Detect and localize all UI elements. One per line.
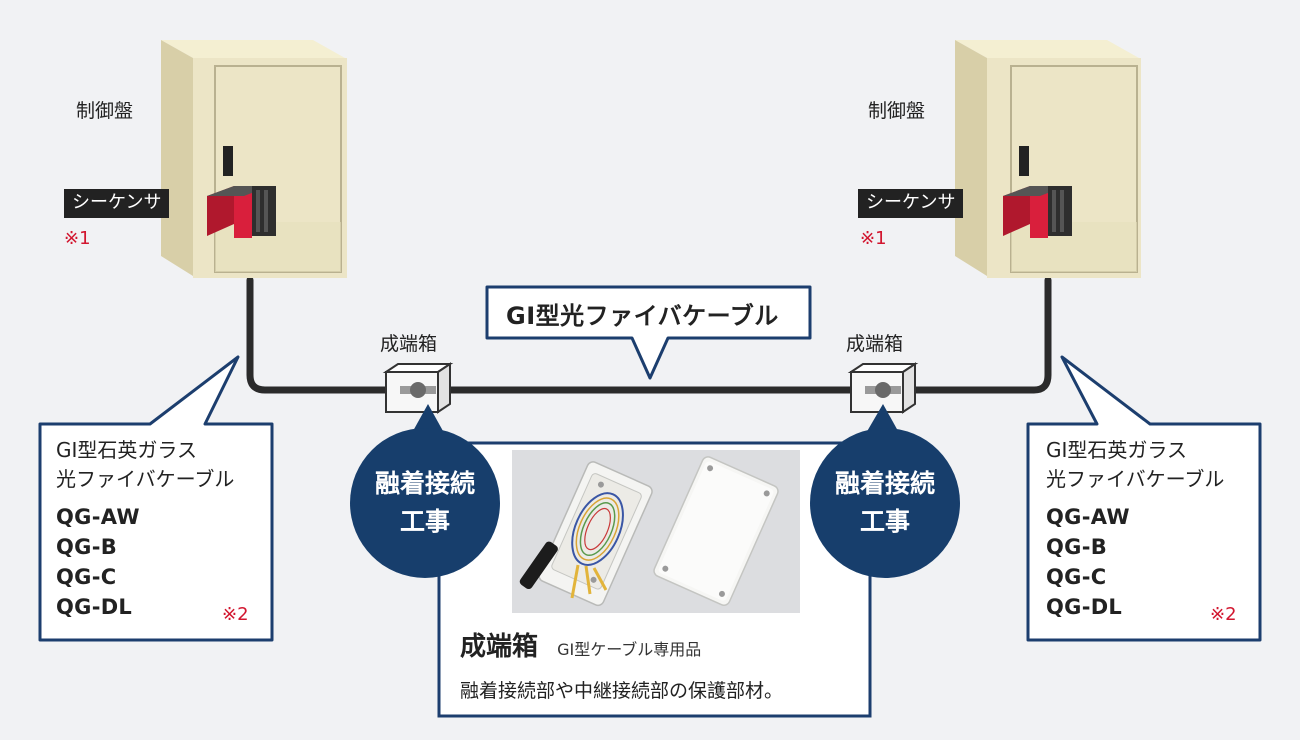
left-sequencer-tag: シーケンサ <box>64 189 170 218</box>
right-model-item: QG-C <box>1046 565 1107 589</box>
right-callout-title-line1: GI型石英ガラス <box>1046 438 1187 462</box>
right-callout-note: ※2 <box>1210 604 1237 625</box>
right-termination-box-icon <box>847 362 919 414</box>
fiber-cable <box>246 276 1052 394</box>
left-model-item: QG-B <box>56 535 118 559</box>
right-termination-box-label: 成端箱 <box>846 333 904 355</box>
left-model-item: QG-C <box>56 565 117 589</box>
left-callout-note: ※2 <box>222 604 249 625</box>
right-splice-label: 融着接続 工事 <box>810 465 960 541</box>
right-splice-line1: 融着接続 <box>834 469 935 498</box>
product-box-subtitle: GI型ケーブル専用品 <box>557 640 702 659</box>
product-box-title: 成端箱 <box>460 632 539 662</box>
left-callout-content: GI型石英ガラス 光ファイバケーブル QG-AW QG-B QG-C QG-DL <box>56 436 234 622</box>
left-splice-line2: 工事 <box>399 507 450 536</box>
left-model-item: QG-DL <box>56 595 133 619</box>
product-box-heading: 成端箱 GI型ケーブル専用品 <box>460 626 701 663</box>
right-callout-content: GI型石英ガラス 光ファイバケーブル QG-AW QG-B QG-C QG-DL <box>1046 436 1224 622</box>
left-termination-box-label: 成端箱 <box>380 333 438 355</box>
right-callout-frame <box>1026 355 1262 642</box>
right-splice-circle <box>810 404 960 578</box>
left-termination-box-icon <box>382 362 454 414</box>
right-sequencer-tag: シーケンサ <box>858 189 964 218</box>
left-callout-title-line1: GI型石英ガラス <box>56 438 197 462</box>
right-panel-label: 制御盤 <box>868 100 926 122</box>
left-splice-line1: 融着接続 <box>374 469 475 498</box>
right-splice-line2: 工事 <box>859 507 910 536</box>
right-sequencer-note: ※1 <box>860 228 887 249</box>
left-callout-title-line2: 光ファイバケーブル <box>56 467 235 491</box>
product-box-description: 融着接続部や中継接続部の保護部材。 <box>460 680 784 702</box>
right-callout-title-line2: 光ファイバケーブル <box>1046 467 1225 491</box>
left-sequencer-note: ※1 <box>64 228 91 249</box>
left-splice-circle <box>350 404 500 578</box>
left-control-panel-cabinet <box>161 40 347 278</box>
right-model-item: QG-DL <box>1046 595 1123 619</box>
left-callout-frame <box>38 355 274 642</box>
right-model-item: QG-B <box>1046 535 1108 559</box>
product-photo <box>512 450 800 613</box>
left-panel-label: 制御盤 <box>76 100 134 122</box>
cable-label: GI型光ファイバケーブル <box>506 302 779 330</box>
right-control-panel-cabinet <box>955 40 1141 278</box>
right-sequencer-unit <box>1003 186 1072 238</box>
cable-label-bubble <box>485 285 812 380</box>
left-sequencer-unit <box>207 186 276 238</box>
left-splice-label: 融着接続 工事 <box>350 465 500 541</box>
left-model-item: QG-AW <box>56 505 140 529</box>
right-model-item: QG-AW <box>1046 505 1130 529</box>
